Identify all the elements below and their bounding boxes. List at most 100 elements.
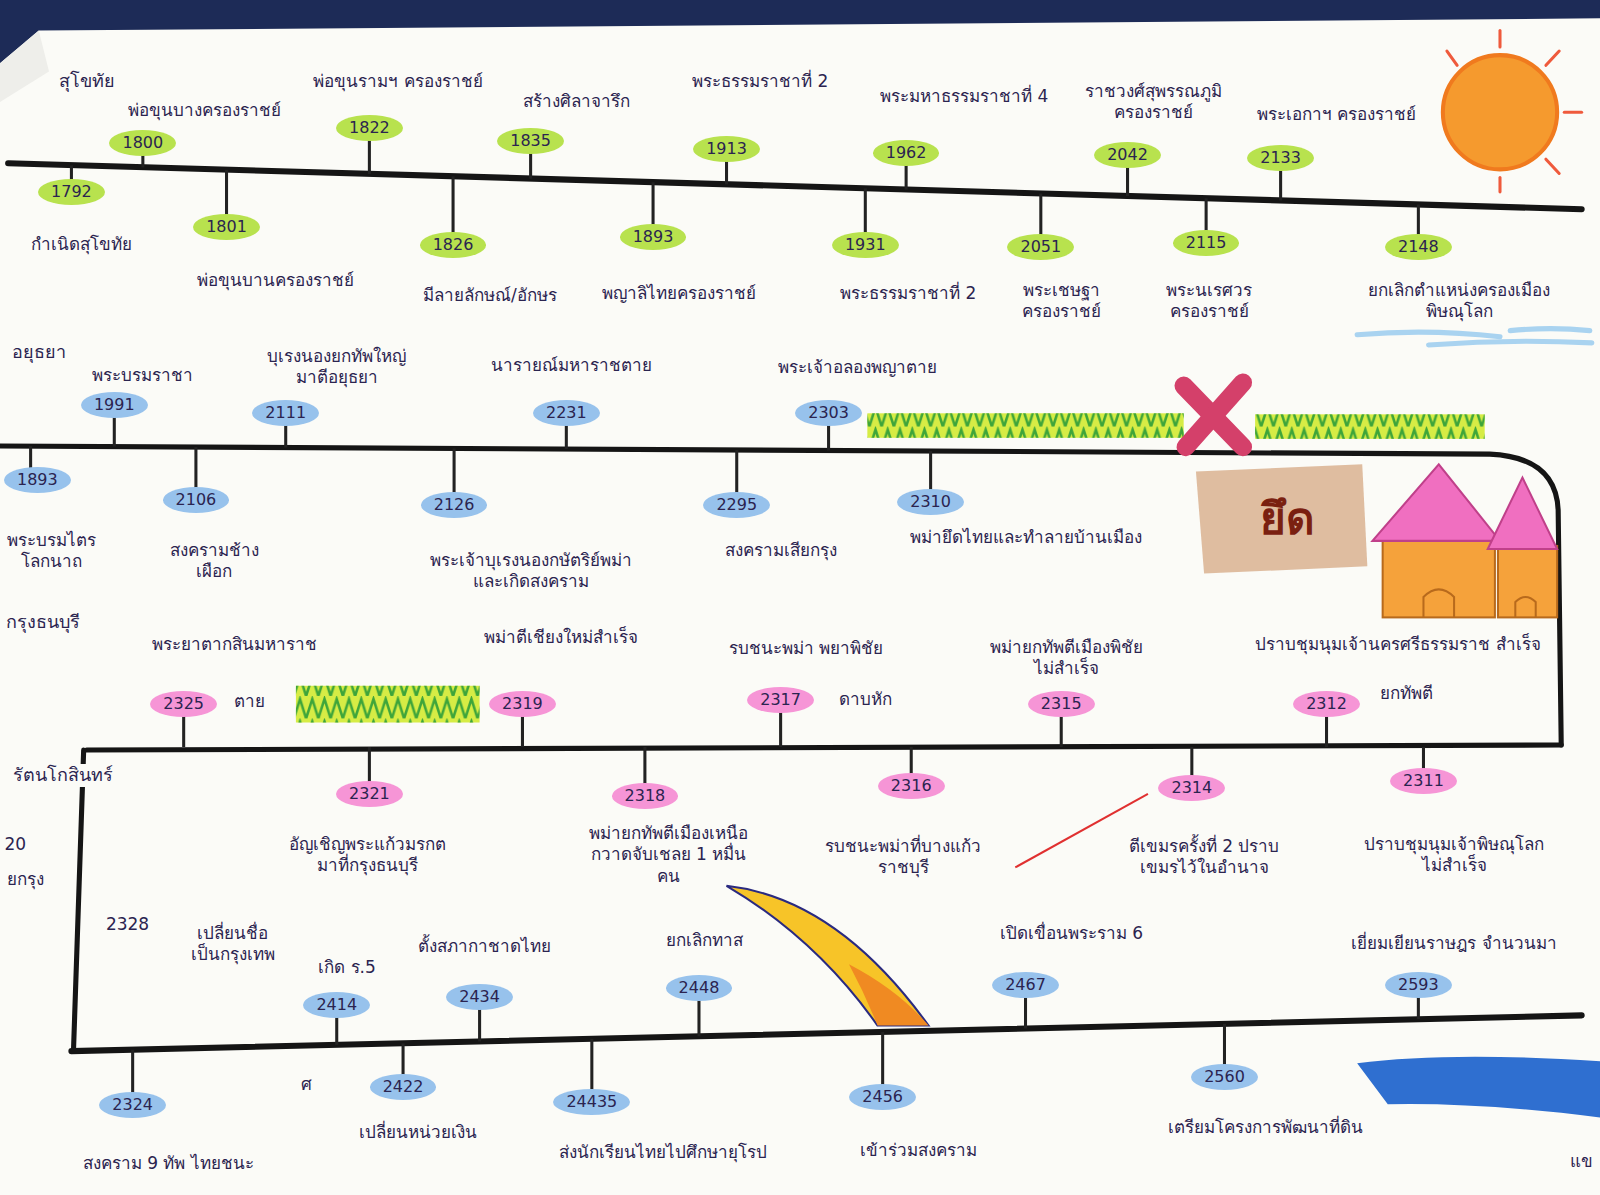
year-pill: 2042ราชวงศ์สุพรรณภูมิ ครองราชย์: [1094, 142, 1161, 168]
year-label: 2315: [1041, 694, 1082, 713]
year-label: 2434: [459, 987, 500, 1006]
year-label: 2148: [1398, 237, 1439, 256]
year-pill: 2321อัญเชิญพระแก้วมรกต มาที่กรุงธนบุรี: [336, 781, 403, 807]
event-text: เยี่ยมเยียนราษฎร จำนวนมา: [1351, 933, 1556, 954]
event-text: สร้างศิลาจารึก: [523, 91, 630, 112]
event-text: สงครามเสียกรุง: [725, 540, 837, 561]
year-label: 2106: [176, 490, 217, 509]
era-heading: รัตนโกสินทร์: [10, 764, 116, 787]
year-label: 1893: [633, 227, 674, 246]
event-text: กำเนิดสุโขทัย: [31, 234, 132, 255]
event-text: พ่อขุนบานครองราชย์: [197, 270, 354, 291]
year-pill: 1792กำเนิดสุโขทัย: [38, 179, 105, 205]
year-pill: 2324สงคราม 9 ทัพ ไทยชนะ: [99, 1092, 166, 1118]
event-text: ตีเขมรครั้งที่ 2 ปราบเขมรไว้ในอำนาจ: [1116, 836, 1292, 879]
note-text: ศ: [301, 1074, 312, 1095]
year-pill: 2115พระนเรศวร ครองราชย์: [1173, 230, 1240, 256]
event-text: พระเจ้าอลองพญาตาย: [778, 357, 937, 378]
year-label: 1913: [706, 139, 747, 158]
event-text: พระบรมราชา: [92, 365, 193, 386]
paper: [0, 18, 1600, 1195]
year-label: 2111: [265, 403, 306, 422]
year-pill: 2126พระเจ้าบุเรงนองกษัตริย์พม่า และเกิดส…: [421, 492, 488, 518]
year-label: 1792: [51, 182, 92, 201]
event-text: สงคราม 9 ทัพ ไทยชนะ: [83, 1153, 254, 1174]
event-text: ยกเลิกทาส: [666, 930, 743, 951]
event-text: เตรียมโครงการพัฒนาที่ดิน: [1168, 1117, 1363, 1138]
year-pill: 2312ปราบชุมนุมเจ้านครศรีธรรมราช สำเร็จยก…: [1293, 691, 1360, 717]
year-label: 2560: [1204, 1067, 1245, 1086]
year-pill: 24435ส่งนักเรียนไทยไปศึกษายุโรป: [553, 1089, 630, 1115]
event-text: พม่ายกทัพตีเมืองเหนือ กวาดจับเชลย 1 หมื่…: [586, 823, 751, 887]
event-text: รบชนะพม่า พยาพิชัย: [729, 638, 883, 659]
year-pill: 2106สงครามช้าง เผือก: [163, 487, 230, 513]
event-text: เปลี่ยนหน่วยเงิน: [359, 1122, 477, 1143]
year-label: 2231: [546, 403, 587, 422]
year-pill: 1991พระบรมราชา: [81, 392, 148, 418]
event-text: ตาย: [234, 691, 265, 712]
year-pill: 2318พม่ายกทัพตีเมืองเหนือ กวาดจับเชลย 1 …: [612, 783, 679, 809]
event-text: พระธรรมราชาที่ 2: [692, 71, 828, 92]
seized-word: ยึด: [1260, 491, 1315, 546]
year-label: 24435: [566, 1092, 617, 1111]
year-pill: 1822พ่อขุนรามฯ ครองราชย์: [336, 115, 403, 141]
event-text: เกิด ร.5: [318, 957, 376, 978]
year-label: 1962: [886, 143, 927, 162]
year-pill: 1962พระมหาธรรมราชาที่ 4: [873, 140, 940, 166]
red-cross: [1184, 383, 1243, 447]
year-label: 2115: [1186, 233, 1227, 252]
event-text: สงครามช้าง เผือก: [167, 540, 262, 583]
year-pill: 2593เยี่ยมเยียนราษฎร จำนวนมา: [1385, 972, 1452, 998]
year-label: 2318: [625, 786, 666, 805]
year-label: 2467: [1005, 975, 1046, 994]
note-text: แข: [1570, 1151, 1593, 1172]
event-text: เข้าร่วมสงคราม: [860, 1140, 977, 1161]
year-label: 2456: [862, 1087, 903, 1106]
year-label: 2314: [1171, 778, 1212, 797]
year-label: 1991: [94, 395, 135, 414]
event-text: พม่าตีเชียงใหม่สำเร็จ: [484, 627, 638, 648]
event-text: พระบรมไตร โลกนาถ: [4, 530, 99, 573]
year-pill: 2316รบชนะพม่าที่บางแก้ว ราชบุรี: [878, 773, 945, 799]
event-text: รบชนะพม่าที่บางแก้ว ราชบุรี: [822, 836, 984, 879]
year-pill: 2310พม่ายึดไทยและทำลายบ้านเมือง: [897, 489, 964, 515]
event-text: อัญเชิญพระแก้วมรกต มาที่กรุงธนบุรี: [286, 834, 449, 877]
grass: [296, 413, 1485, 722]
event-text: พม่ายกทัพตีเมืองพิชัย ไม่สำเร็จ: [987, 637, 1146, 680]
year-label: 2126: [434, 495, 475, 514]
year-pill: 1913พระธรรมราชาที่ 2: [693, 136, 760, 162]
event-text: พ่อขุนบางครองราชย์: [128, 100, 281, 121]
year-label: 2042: [1107, 145, 1148, 164]
year-pill: 1800พ่อขุนบางครองราชย์: [109, 130, 176, 156]
year-label: 1931: [845, 235, 886, 254]
year-pill: 2448ยกเลิกทาส: [666, 975, 733, 1001]
houses: [1372, 464, 1557, 617]
year-pill: 2311ปราบชุมนุมเจ้าพิษณุโลก ไม่สำเร็จ: [1390, 768, 1457, 794]
year-label: 2295: [716, 495, 757, 514]
year-pill: 2319พม่าตีเชียงใหม่สำเร็จ: [489, 691, 556, 717]
year-label: 1893: [17, 470, 58, 489]
water: [1357, 1057, 1600, 1118]
year-pill: 2295สงครามเสียกรุง: [703, 492, 770, 518]
event-text: เปลี่ยนชื่อ เป็นกรุงเทพ: [188, 923, 278, 966]
year-pill: 2467เปิดเขื่อนพระราม 6: [992, 972, 1059, 998]
year-label: 2422: [383, 1077, 424, 1096]
strike-line: [1015, 794, 1148, 867]
year-label: 2311: [1403, 771, 1444, 790]
year-label: 2593: [1398, 975, 1439, 994]
event-text: ราชวงศ์สุพรรณภูมิ ครองราชย์: [1082, 81, 1225, 124]
year-label: 2317: [760, 690, 801, 709]
event-text: พ่อขุนรามฯ ครองราชย์: [313, 71, 482, 92]
year-pill: 1893พญาลิไทยครองราชย์: [620, 224, 687, 250]
year-pill: 2560เตรียมโครงการพัฒนาที่ดิน: [1191, 1064, 1258, 1090]
year-label: 1800: [122, 133, 163, 152]
year-pill: 2231นารายณ์มหาราชตาย: [533, 400, 600, 426]
year-pill: 1893พระบรมไตร โลกนาถ: [4, 467, 71, 493]
year-label: 1826: [433, 235, 474, 254]
year-pill: 2456เข้าร่วมสงคราม: [849, 1084, 916, 1110]
year-pill: 2133พระเอกาฯ ครองราชย์: [1247, 145, 1314, 171]
year-label: 2321: [349, 784, 390, 803]
